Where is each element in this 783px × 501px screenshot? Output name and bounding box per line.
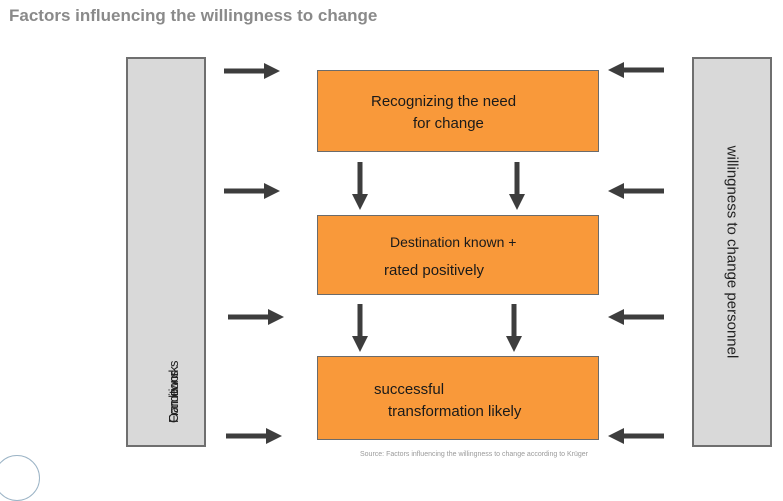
step-2-line-1: Destination known + — [390, 234, 517, 250]
arrows-layer — [224, 61, 664, 445]
step-box-recognize-need: Recognizing the need for change — [317, 70, 599, 152]
corner-decoration — [0, 455, 40, 501]
step-box-transformation-likely: successful transformation likely — [317, 356, 599, 440]
step-2-line-2: rated positively — [384, 262, 485, 279]
step-3-line-2: transformation likely — [388, 403, 522, 420]
page-title: Factors influencing the willingness to c… — [9, 6, 378, 25]
source-caption: Source: Factors influencing the willingn… — [360, 451, 589, 458]
step-3-line-1: successful — [374, 381, 445, 398]
step-1-line-2: for change — [413, 115, 484, 132]
step-box-destination-known: Destination known + rated positively — [317, 215, 599, 295]
step-1-line-1: Recognizing the need — [371, 93, 517, 110]
left-side-panel: Frameworks Conditions — [126, 57, 206, 447]
right-side-panel: willingness to change personnel — [692, 57, 772, 447]
